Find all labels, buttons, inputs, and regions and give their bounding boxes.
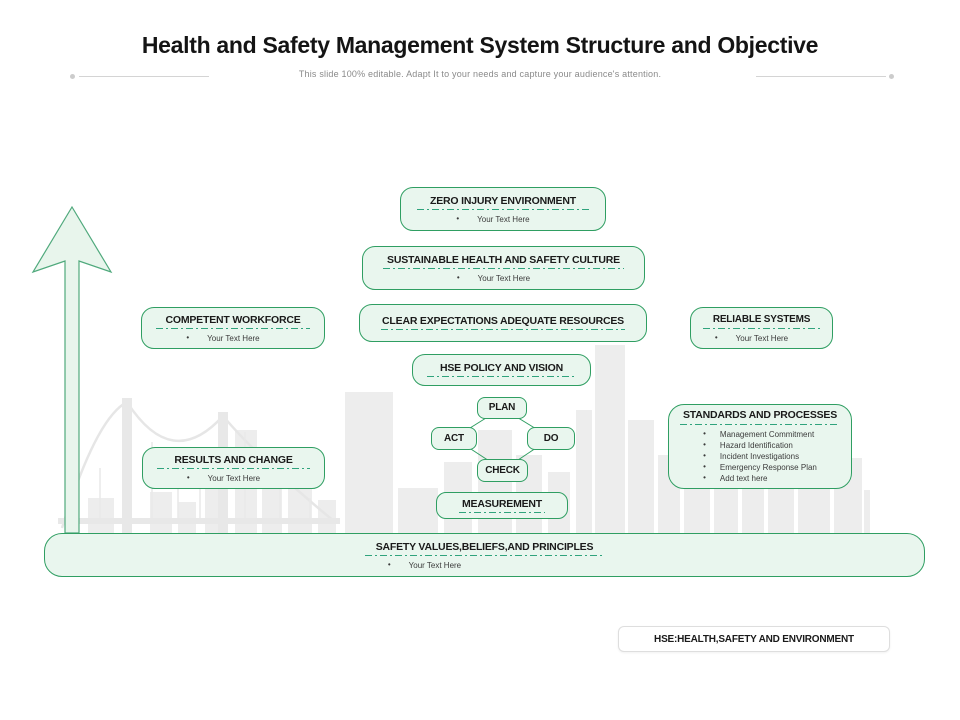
box-results-change: RESULTS AND CHANGE • Your Text Here <box>142 447 325 489</box>
subtitle-right-dot <box>889 74 894 79</box>
bullet-dot: • <box>186 473 190 482</box>
dash-dot-underline <box>380 329 626 331</box>
box-title: SUSTAINABLE HEALTH AND SAFETY CULTURE <box>387 253 620 266</box>
list-item: • Emergency Response Plan <box>703 463 817 473</box>
bullet-dot: • <box>456 214 460 223</box>
dash-dot-underline <box>416 208 590 211</box>
placeholder-text: Your Text Here <box>735 333 789 343</box>
subtitle-left-dot <box>70 74 75 79</box>
pdca-label: CHECK <box>485 464 520 476</box>
box-hse-policy-vision: HSE POLICY AND VISION <box>412 354 591 386</box>
placeholder-row: • Your Text Here <box>186 334 259 343</box>
box-measurement: MEASUREMENT <box>436 492 568 519</box>
list-item-text: Management Commitment <box>719 430 815 440</box>
placeholder-row: • Your Text Here <box>715 334 788 343</box>
box-competent-workforce: COMPETENT WORKFORCE • Your Text Here <box>141 307 325 349</box>
placeholder-text: Your Text Here <box>477 214 530 224</box>
box-sustainable-culture: SUSTAINABLE HEALTH AND SAFETY CULTURE • … <box>362 246 645 290</box>
dash-dot-underline <box>679 423 841 426</box>
box-title: CLEAR EXPECTATIONS ADEQUATE RESOURCES <box>382 315 624 327</box>
bullet-dot: • <box>456 273 460 282</box>
pdca-plan: PLAN <box>477 397 527 419</box>
placeholder-text: Your Text Here <box>477 273 531 283</box>
pdca-label: ACT <box>444 432 464 444</box>
box-title: ZERO INJURY ENVIRONMENT <box>430 194 576 207</box>
list-item: • Management Commitment <box>703 430 817 440</box>
standards-list: • Management Commitment • Hazard Identif… <box>703 430 817 484</box>
pdca-do: DO <box>527 427 575 450</box>
box-standards-processes: STANDARDS AND PROCESSES • Management Com… <box>668 404 852 489</box>
placeholder-row: • Your Text Here <box>187 474 260 483</box>
box-safety-values-bar: SAFETY VALUES,BELIEFS,AND PRINCIPLES • Y… <box>44 533 925 577</box>
bullet-dot: • <box>703 451 706 461</box>
box-title: RESULTS AND CHANGE <box>174 453 293 466</box>
bullet-dot: • <box>703 429 706 439</box>
box-reliable-systems: RELIABLE SYSTEMS • Your Text Here <box>690 307 833 349</box>
placeholder-row: • Your Text Here <box>388 561 461 570</box>
placeholder-row: • Your Text Here <box>456 215 529 224</box>
bullet-dot: • <box>703 440 706 450</box>
dash-dot-underline <box>364 554 605 557</box>
bullet-dot: • <box>703 462 706 472</box>
hse-definition-note: HSE:HEALTH,SAFETY AND ENVIRONMENT <box>618 626 890 652</box>
pdca-act: ACT <box>431 427 477 450</box>
bullet-dot: • <box>703 473 706 483</box>
box-title: RELIABLE SYSTEMS <box>712 313 811 325</box>
bullet-dot: • <box>714 333 718 342</box>
bullet-dot: • <box>387 560 391 569</box>
box-title: COMPETENT WORKFORCE <box>165 313 301 326</box>
box-zero-injury-environment: ZERO INJURY ENVIRONMENT • Your Text Here <box>400 187 606 231</box>
subtitle-right-line <box>756 76 886 77</box>
pdca-label: DO <box>543 432 559 444</box>
box-title: STANDARDS AND PROCESSES <box>682 409 838 422</box>
subtitle-left-line <box>79 76 209 77</box>
box-title: MEASUREMENT <box>461 497 543 510</box>
box-title: HSE POLICY AND VISION <box>440 362 563 374</box>
dash-dot-underline <box>156 327 310 330</box>
list-item: • Incident Investigations <box>703 452 817 462</box>
placeholder-text: Your Text Here <box>207 473 261 483</box>
dash-dot-underline <box>427 376 576 378</box>
page-title: Health and Safety Management System Stru… <box>141 32 819 58</box>
dash-dot-underline <box>702 327 821 330</box>
box-clear-expectations: CLEAR EXPECTATIONS ADEQUATE RESOURCES <box>359 304 647 342</box>
list-item-text: Add text here <box>719 474 768 484</box>
placeholder-row: • Your Text Here <box>457 274 530 283</box>
pdca-check: CHECK <box>477 459 528 482</box>
list-item-text: Emergency Response Plan <box>719 463 817 473</box>
pdca-label: PLAN <box>488 402 516 413</box>
placeholder-text: Your Text Here <box>408 560 462 570</box>
list-item-text: Incident Investigations <box>719 452 800 462</box>
placeholder-text: Your Text Here <box>207 333 260 343</box>
page-subtitle: This slide 100% editable. Adapt It to yo… <box>298 69 662 79</box>
dash-dot-underline <box>459 511 545 514</box>
list-item-text: Hazard Identification <box>719 441 793 451</box>
box-title: SAFETY VALUES,BELIEFS,AND PRINCIPLES <box>375 540 594 553</box>
bullet-dot: • <box>186 333 190 342</box>
dash-dot-underline <box>383 267 624 270</box>
dash-dot-underline <box>157 467 310 470</box>
list-item: • Hazard Identification <box>703 441 817 451</box>
list-item: • Add text here <box>703 474 817 484</box>
